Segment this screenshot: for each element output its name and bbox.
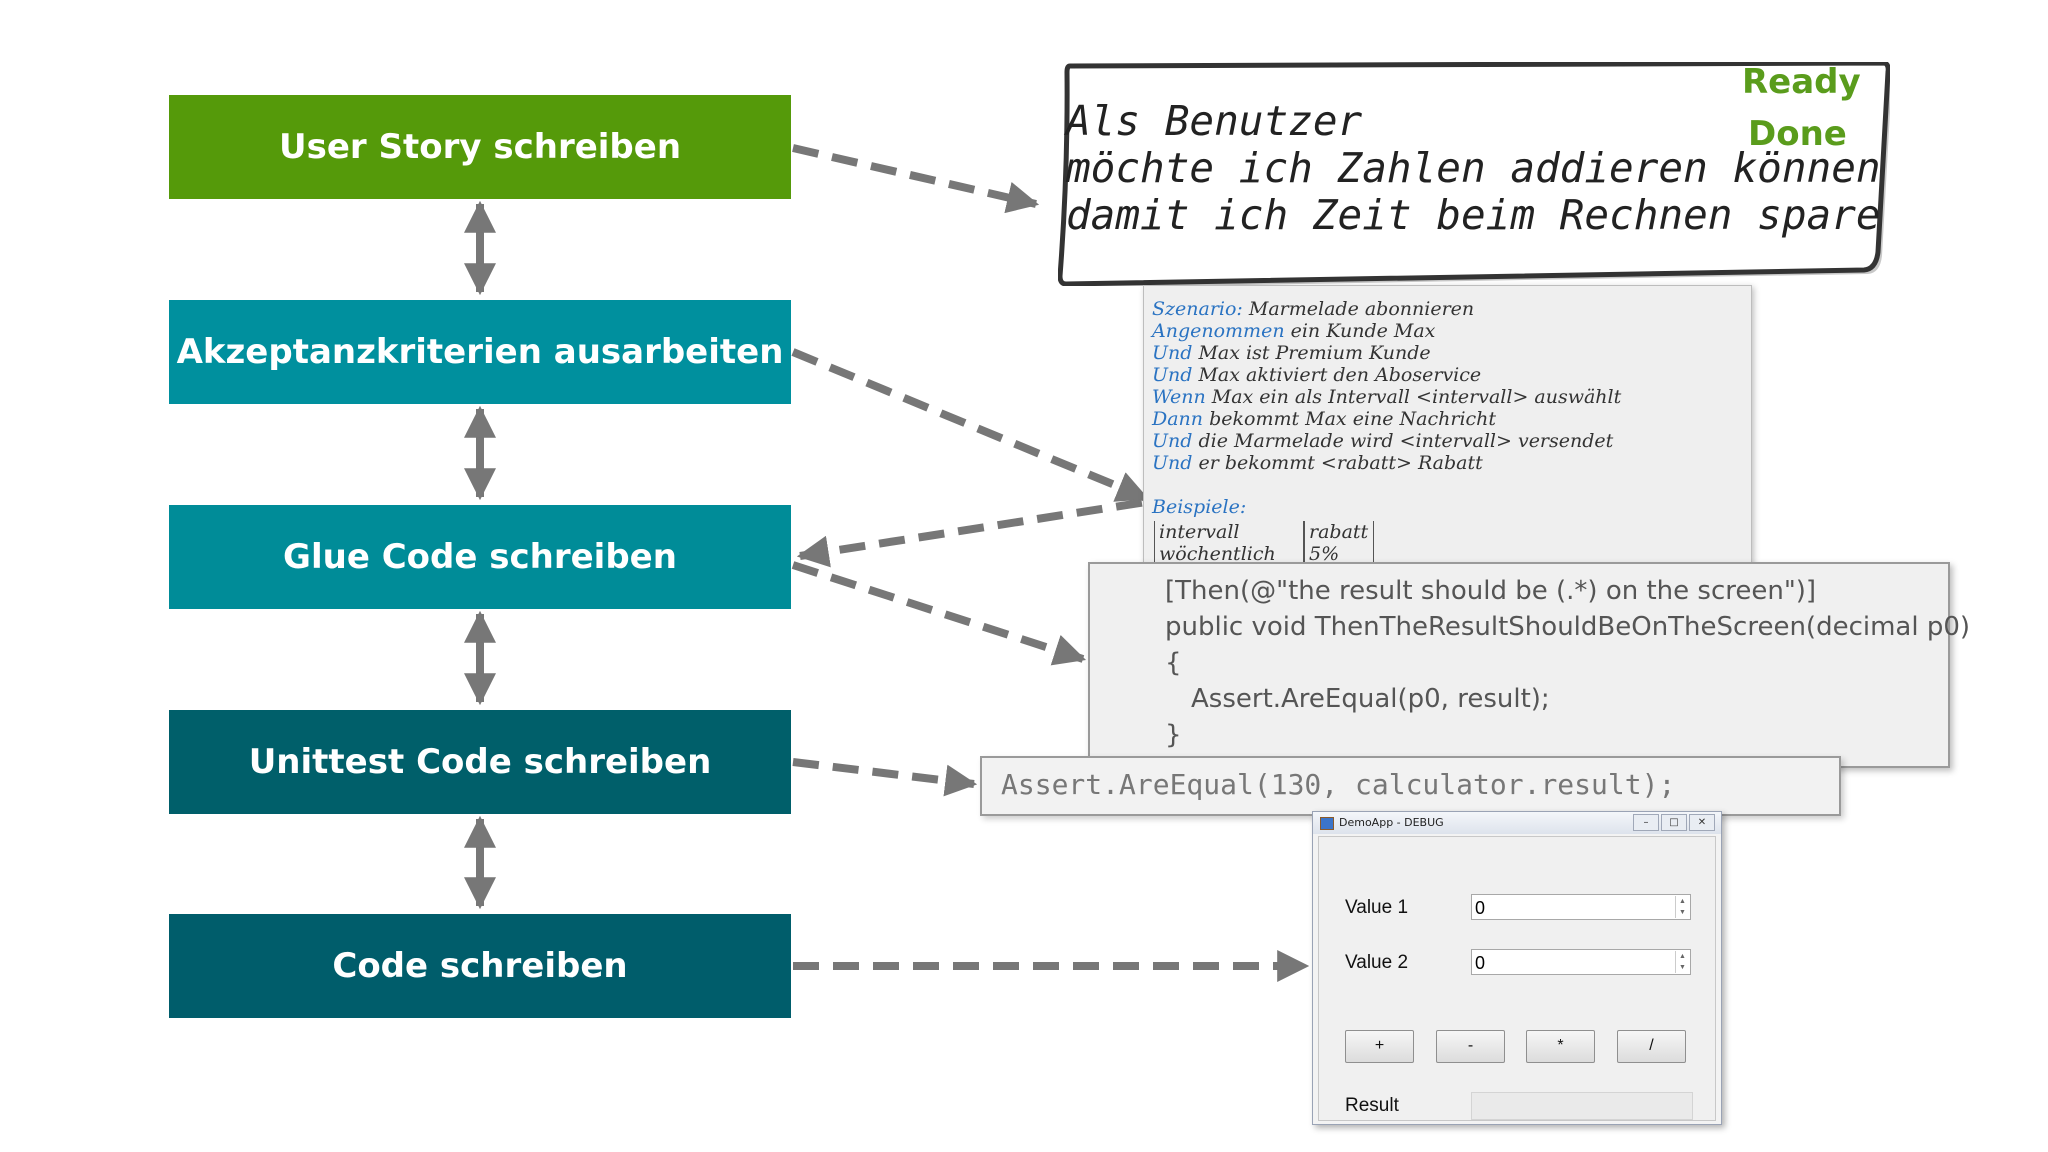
window-title: DemoApp - DEBUG [1339, 816, 1444, 829]
gherkin-keyword: Dann [1152, 408, 1204, 430]
result-label: Result [1345, 1095, 1399, 1116]
gherkin-keyword: Und [1152, 452, 1193, 474]
story-line: möchte ich Zahlen addieren können [1066, 144, 1881, 192]
gherkin-line: Szenario: Marmelade abonnieren [1144, 298, 1751, 320]
gherkin-keyword: Angenommen [1152, 320, 1285, 342]
code-line: public void ThenTheResultShouldBeOnTheSc… [1165, 612, 1971, 642]
maximize-icon[interactable]: □ [1661, 814, 1687, 831]
spinner-icon[interactable]: ▲▼ [1675, 896, 1689, 918]
unittest-code-line: Assert.AreEqual(130, calculator.result); [1001, 768, 1676, 801]
spinner-icon[interactable]: ▲▼ [1675, 951, 1689, 973]
dashed-arrow-unittest [792, 758, 978, 797]
step-label: Unittest Code schreiben [248, 742, 712, 782]
status-ready: Ready [1742, 62, 1861, 102]
table-row: wöchentlich 5% [1154, 543, 1374, 565]
gherkin-text: ein Kunde Max [1284, 320, 1436, 342]
dashed-arrow-criteria [791, 348, 1149, 502]
step-acceptance-criteria: Akzeptanzkriterien ausarbeiten [169, 300, 791, 404]
code-line: [Then(@"the result should be (.*) on the… [1165, 576, 1817, 606]
step-label: User Story schreiben [278, 127, 682, 167]
dashed-arrow-story [792, 144, 1040, 214]
code-line: } [1165, 720, 1182, 750]
step-label: Glue Code schreiben [283, 537, 677, 577]
window-titlebar: DemoApp - DEBUG – □ ✕ [1313, 812, 1721, 834]
code-line: { [1165, 648, 1182, 678]
gherkin-examples-line: Beispiele: [1144, 496, 1751, 518]
value2-label: Value 2 [1345, 952, 1409, 973]
value1-label: Value 1 [1345, 897, 1409, 918]
value1-text: 0 [1475, 898, 1486, 918]
gherkin-line: Wenn Max ein als Intervall <intervall> a… [1144, 386, 1751, 408]
unittest-code-panel: Assert.AreEqual(130, calculator.result); [980, 756, 1841, 816]
code-line: Assert.AreEqual(p0, result); [1191, 684, 1550, 714]
gherkin-line: Und er bekommt <rabatt> Rabatt [1144, 452, 1751, 474]
demo-app-window: DemoApp - DEBUG – □ ✕ Value 1 0 ▲▼ Value … [1312, 811, 1722, 1125]
dashed-arrow-gherkin-to-glue [796, 498, 1147, 568]
status-done: Done [1748, 114, 1847, 154]
gherkin-keyword: Und [1152, 430, 1193, 452]
result-field [1471, 1092, 1693, 1120]
gherkin-text: Marmelade abonnieren [1242, 298, 1475, 320]
app-icon [1320, 817, 1334, 830]
gherkin-line: Und Max ist Premium Kunde [1144, 342, 1751, 364]
step-glue-code: Glue Code schreiben [169, 505, 791, 609]
minimize-icon[interactable]: – [1633, 814, 1659, 831]
window-client-area: Value 1 0 ▲▼ Value 2 0 ▲▼ + - * / Result [1318, 836, 1716, 1121]
gherkin-examples-keyword: Beispiele: [1152, 496, 1247, 518]
gherkin-text: Max aktiviert den Aboservice [1192, 364, 1482, 386]
story-line: damit ich Zeit beim Rechnen spare [1066, 191, 1881, 239]
value1-input[interactable]: 0 ▲▼ [1471, 894, 1691, 920]
gherkin-text: Max ein als Intervall <intervall> auswäh… [1205, 386, 1622, 408]
gherkin-line: Und Max aktiviert den Aboservice [1144, 364, 1751, 386]
gherkin-keyword: Szenario: [1152, 298, 1243, 320]
step-user-story: User Story schreiben [169, 95, 791, 199]
table-header-cell: rabatt [1304, 521, 1374, 543]
dashed-arrow-glue-to-code [791, 561, 1087, 666]
value2-text: 0 [1475, 953, 1486, 973]
step-label: Code schreiben [332, 946, 628, 986]
gherkin-scenario-panel: Szenario: Marmelade abonnieren Angenomme… [1143, 285, 1752, 569]
gherkin-keyword: Wenn [1152, 386, 1206, 408]
divide-button[interactable]: / [1617, 1030, 1686, 1063]
glue-code-panel: [Then(@"the result should be (.*) on the… [1088, 562, 1970, 768]
close-icon[interactable]: ✕ [1689, 814, 1715, 831]
gherkin-line: Dann bekommt Max eine Nachricht [1144, 408, 1751, 430]
gherkin-line: Angenommen ein Kunde Max [1144, 320, 1751, 342]
story-line: Als Benutzer [1066, 97, 1363, 145]
window-controls: – □ ✕ [1633, 814, 1715, 831]
user-story-text: Als Benutzer möchte ich Zahlen addieren … [1066, 98, 1881, 239]
value2-input[interactable]: 0 ▲▼ [1471, 949, 1691, 975]
table-header-row: intervall rabatt [1154, 521, 1374, 543]
user-story-card [1058, 62, 1890, 286]
step-code: Code schreiben [169, 914, 791, 1018]
multiply-button[interactable]: * [1526, 1030, 1595, 1063]
gherkin-keyword: Und [1152, 364, 1193, 386]
gherkin-text: bekommt Max eine Nachricht [1203, 408, 1497, 430]
subtract-button[interactable]: - [1436, 1030, 1505, 1063]
examples-table: intervall rabatt wöchentlich 5% [1154, 521, 1374, 565]
step-label: Akzeptanzkriterien ausarbeiten [176, 332, 784, 372]
table-header-cell: intervall [1154, 521, 1304, 543]
gherkin-text: die Marmelade wird <intervall> versendet [1192, 430, 1614, 452]
add-button[interactable]: + [1345, 1030, 1414, 1063]
gherkin-keyword: Und [1152, 342, 1193, 364]
table-cell: wöchentlich [1154, 543, 1304, 565]
table-cell: 5% [1304, 543, 1374, 565]
gherkin-text: er bekommt <rabatt> Rabatt [1192, 452, 1483, 474]
gherkin-text: Max ist Premium Kunde [1192, 342, 1431, 364]
step-unittest-code: Unittest Code schreiben [169, 710, 791, 814]
gherkin-line: Und die Marmelade wird <intervall> verse… [1144, 430, 1751, 452]
